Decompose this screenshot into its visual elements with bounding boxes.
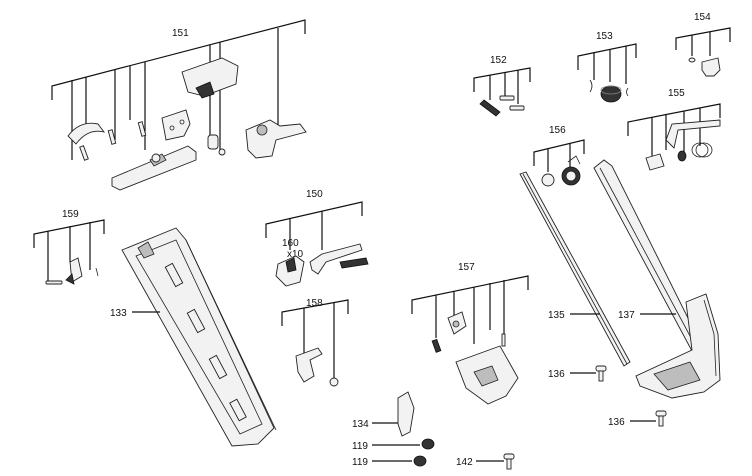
- callout-group-158: 158: [281, 298, 349, 378]
- part-number-119-lower: 119: [352, 457, 368, 468]
- part-number-153: 153: [596, 31, 613, 42]
- part-number-159: 159: [62, 209, 79, 220]
- callout-142: 142: [456, 453, 515, 470]
- parts-159-illustration: [45, 257, 99, 285]
- parts-158-illustration: [295, 347, 339, 387]
- parts-153-illustration: [589, 79, 629, 103]
- callout-group-157: 157: [411, 262, 529, 344]
- part-133-magazine: [121, 227, 277, 447]
- part-number-160: 160: [282, 238, 299, 249]
- callout-135: 135: [548, 310, 600, 321]
- part-number-157: 157: [458, 262, 475, 273]
- parts-154-illustration: [688, 57, 721, 77]
- part-number-134: 134: [352, 419, 369, 430]
- callout-136-upper: 136: [548, 365, 607, 382]
- part-number-136-lower: 136: [608, 417, 625, 428]
- part-number-156: 156: [549, 125, 566, 136]
- callout-134: 134: [352, 391, 415, 437]
- parts-157-illustration: [431, 311, 519, 405]
- part-number-158: 158: [306, 298, 323, 309]
- callout-group-150: 150 160 x10: [265, 189, 363, 260]
- parts-151-illustration: [67, 57, 307, 191]
- callout-group-156: 156: [533, 125, 585, 172]
- part-number-150: 150: [306, 189, 323, 200]
- part-160-quantity: x10: [287, 249, 304, 260]
- part-number-154: 154: [694, 12, 711, 23]
- callout-group-151: 151: [51, 19, 306, 160]
- part-number-135: 135: [548, 310, 565, 321]
- callout-119-upper: 119: [352, 438, 435, 452]
- callout-133: 133: [110, 308, 160, 319]
- parts-155-illustration: [645, 119, 721, 171]
- part-number-142: 142: [456, 457, 473, 468]
- callout-group-155: 155: [627, 88, 721, 156]
- part-137-pusher-assembly: [593, 159, 721, 399]
- callout-119-lower: 119: [352, 455, 427, 468]
- part-number-133: 133: [110, 308, 127, 319]
- parts-150-illustration: [275, 243, 369, 287]
- part-number-136-upper: 136: [548, 369, 565, 380]
- part-number-137: 137: [618, 310, 635, 321]
- part-number-152: 152: [490, 55, 507, 66]
- part-number-119-upper: 119: [352, 441, 368, 452]
- callout-136-lower: 136: [608, 410, 667, 428]
- parts-152-illustration: [479, 95, 525, 117]
- callout-group-159: 159: [33, 209, 105, 282]
- callout-group-152: 152: [473, 55, 531, 104]
- part-number-155: 155: [668, 88, 685, 99]
- callout-group-153: 153: [577, 31, 637, 84]
- part-number-151: 151: [172, 28, 189, 39]
- parts-156-illustration: [541, 155, 581, 187]
- part-135-rail: [519, 171, 631, 367]
- callout-group-154: 154: [675, 12, 731, 56]
- callout-137: 137: [618, 310, 676, 321]
